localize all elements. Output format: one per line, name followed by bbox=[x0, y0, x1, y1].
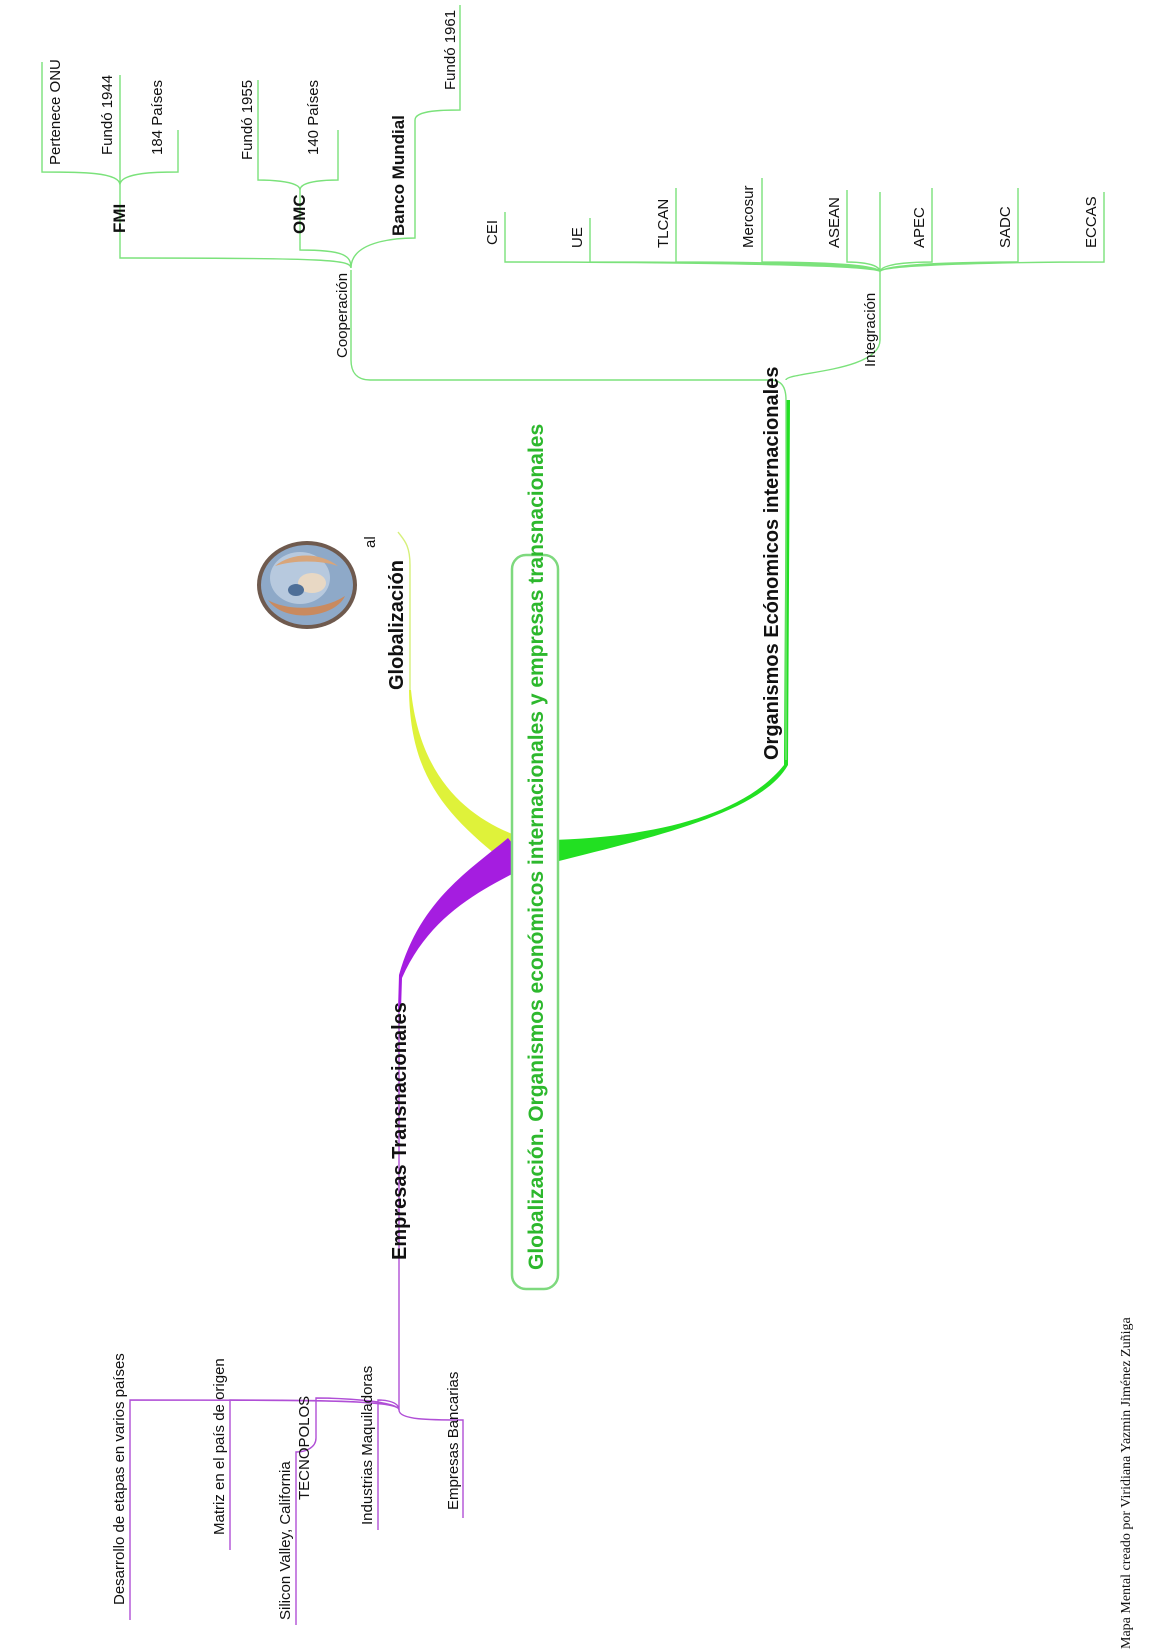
cooperacion-label: Cooperación bbox=[334, 273, 351, 358]
fmi-item-2: Fundó 1944 bbox=[99, 75, 116, 155]
empresas-branches bbox=[129, 1397, 464, 1625]
integracion-item-tlcan: TLCAN bbox=[655, 199, 672, 248]
empresas-item-matriz: Matriz en el país de origen bbox=[211, 1358, 228, 1535]
integracion-item-cei: CEI bbox=[484, 220, 501, 245]
omc-branches bbox=[257, 80, 339, 191]
integracion-item-apec: APEC bbox=[911, 207, 928, 248]
fmi-branches bbox=[41, 62, 179, 186]
integracion-item-asean: ASEAN bbox=[826, 197, 843, 248]
organismos-trunk bbox=[350, 270, 787, 760]
banco-mundial-item-1: Fundó 1961 bbox=[442, 10, 459, 90]
hands-holding-globe-icon bbox=[257, 541, 357, 629]
globalizacion-line bbox=[397, 531, 411, 690]
banco-mundial-label: Banco Mundial bbox=[389, 115, 408, 236]
empresas-ribbon bbox=[398, 838, 530, 1010]
organismos-label: Organismos Ecónomicos internacionales bbox=[761, 367, 783, 760]
fmi-item-3: 184 Países bbox=[149, 80, 166, 155]
integracion-item-eccas: ECCAS bbox=[1083, 196, 1100, 248]
integracion-item-ue: UE bbox=[569, 227, 586, 248]
integracion-item-sadc: SADC bbox=[997, 206, 1014, 248]
empresas-item-tecnopolos: TECNOPOLOS bbox=[296, 1396, 313, 1500]
empresas-item-silicon: Silicon Valley, California bbox=[277, 1461, 294, 1620]
organismos-ribbon bbox=[548, 400, 790, 862]
integracion-label: Integración bbox=[862, 293, 879, 367]
globalizacion-note: al bbox=[362, 536, 379, 548]
empresas-item-maquiladoras: Industrias Maquiladoras bbox=[359, 1366, 376, 1525]
fmi-item-1: Pertenece ONU bbox=[47, 59, 64, 165]
omc-label: OMC bbox=[290, 194, 309, 234]
integracion-stem bbox=[785, 272, 881, 381]
credit-text: Mapa Mental creado por Viridiana Yazmin … bbox=[1119, 1317, 1134, 1649]
integracion-item-mercosur: Mercosur bbox=[740, 185, 757, 248]
empresas-item-desarrollo: Desarrollo de etapas en varios países bbox=[111, 1353, 128, 1605]
central-node-title: Globalización. Organismos económicos int… bbox=[525, 424, 548, 1270]
integracion-branches bbox=[504, 178, 1105, 273]
globalizacion-label: Globalización bbox=[386, 560, 408, 690]
empresas-label: Empresas Transnacionales bbox=[389, 1002, 411, 1260]
globalizacion-ribbon bbox=[409, 690, 523, 858]
omc-item-2: 140 Países bbox=[305, 80, 322, 155]
central-node-box bbox=[510, 553, 560, 1291]
empresas-item-bancarias: Empresas Bancarias bbox=[445, 1372, 462, 1510]
omc-item-1: Fundó 1955 bbox=[239, 80, 256, 160]
banco-mundial-branch bbox=[414, 5, 461, 121]
cooperacion-branches bbox=[119, 120, 416, 269]
fmi-label: FMI bbox=[110, 204, 129, 233]
